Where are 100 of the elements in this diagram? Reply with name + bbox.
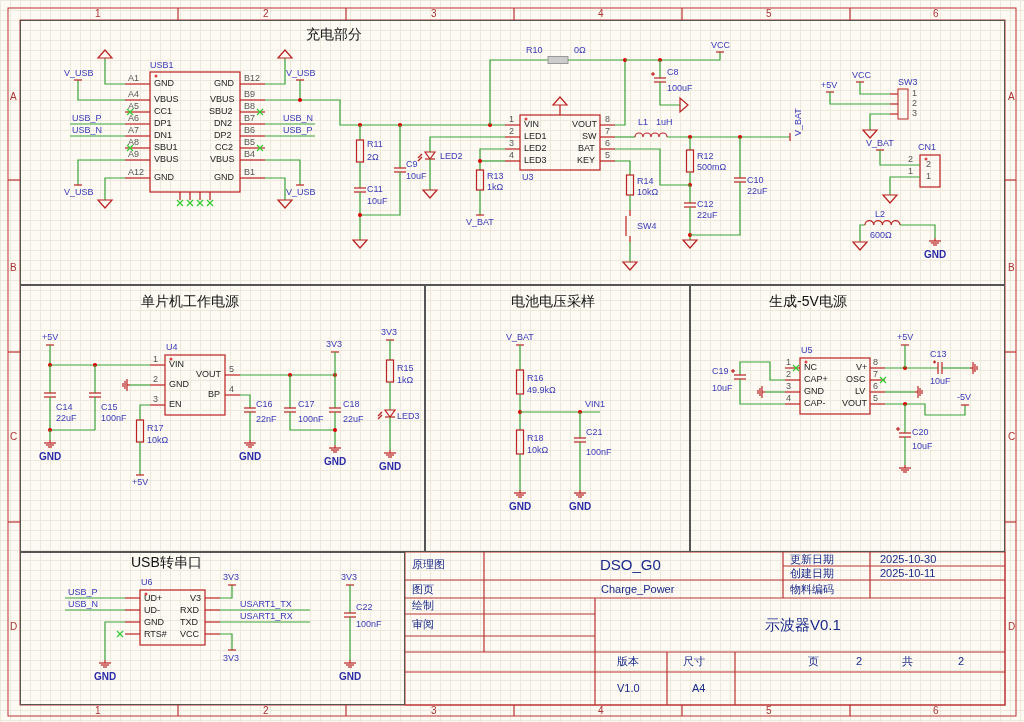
frame-index: 6 [933, 706, 939, 716]
component-label: C15 [101, 403, 118, 412]
pin-name: GND [154, 173, 174, 182]
pin-number: B12 [244, 74, 260, 83]
component-label: C11 [367, 185, 383, 194]
title-block-text: 页 [808, 656, 819, 667]
pin-number: B6 [244, 126, 255, 135]
component-label: R13 [487, 172, 504, 181]
pin-number: 1 [786, 358, 791, 367]
pin-name: NC [804, 363, 817, 372]
pin-number: 7 [873, 370, 878, 379]
net-label: +5V [42, 333, 59, 342]
section-title: 电池电压采样 [511, 294, 595, 308]
pin-number: 7 [605, 127, 610, 136]
pin-number: 3 [153, 395, 158, 404]
component-label: R11 [367, 140, 383, 149]
pin-name: VOUT [572, 120, 597, 129]
pin-number: 2 [153, 375, 158, 384]
pin-number: 8 [605, 115, 610, 124]
net-label: USB_P [68, 588, 98, 597]
component-value: 100nF [356, 620, 382, 629]
pin-name: DP1 [154, 119, 172, 128]
net-label: GND [239, 452, 262, 462]
pin-number: 3 [912, 109, 917, 118]
pin-number: 3 [509, 139, 514, 148]
net-label: +5V [132, 478, 149, 487]
component-value: 1kΩ [397, 376, 414, 385]
title-block-text: 图页 [412, 584, 434, 595]
component-label: C16 [256, 400, 273, 409]
component-label: C20 [912, 428, 929, 437]
net-label: 3V3 [326, 340, 342, 349]
pin-number: A12 [128, 168, 144, 177]
component-value: 22uF [56, 414, 77, 423]
frame-index: 4 [598, 706, 604, 716]
title-block-text: 2025-10-11 [880, 568, 936, 579]
pin-name: SW [582, 132, 597, 141]
net-label: 3V3 [223, 654, 239, 663]
component-label: C12 [697, 200, 714, 209]
pin-name: VOUT [842, 399, 867, 408]
component-label: CN1 [918, 143, 936, 152]
net-label: V_USB [64, 69, 94, 78]
component-label: C10 [747, 176, 764, 185]
pin-name: DN1 [154, 131, 172, 140]
net-label: USB_N [72, 126, 102, 135]
pin-number: B8 [244, 102, 255, 111]
pin-name: VOUT [196, 370, 221, 379]
pin-name: VBUS [154, 95, 179, 104]
component-label: C22 [356, 603, 373, 612]
component-label: R18 [527, 434, 544, 443]
pin-name: UD- [144, 606, 160, 615]
net-label: V_BAT [794, 108, 803, 136]
net-label: V_USB [286, 188, 316, 197]
component-value: 10uF [712, 384, 733, 393]
pin-name: KEY [577, 156, 595, 165]
component-value: 100nF [101, 414, 127, 423]
pin-number: 2 [786, 370, 791, 379]
title-block-text: 版本 [617, 656, 639, 667]
component-value: 22uF [697, 211, 718, 220]
pin-name: GND [214, 79, 234, 88]
component-label: C21 [586, 428, 603, 437]
net-label: GND [924, 250, 947, 260]
net-label: GND [569, 502, 592, 512]
pin-name: VBUS [210, 95, 235, 104]
net-label: GND [509, 502, 532, 512]
pin-number: 1 [912, 89, 917, 98]
pin-name: SBU1 [154, 143, 178, 152]
pin-name: SBU2 [209, 107, 233, 116]
net-label: USB_P [72, 114, 102, 123]
title-block-text: V1.0 [617, 683, 640, 694]
pin-name: V3 [190, 594, 201, 603]
pin-name: GND [144, 618, 164, 627]
component-value: 10kΩ [527, 446, 549, 455]
component-label: SW4 [637, 222, 657, 231]
pin-name: VBUS [154, 155, 179, 164]
pin-name: CC1 [154, 107, 172, 116]
pin-number: 5 [873, 394, 878, 403]
component-label: C8 [667, 68, 679, 77]
section-title: 充电部分 [306, 27, 362, 41]
frame-index: D [1008, 622, 1016, 632]
pin-number: A7 [128, 126, 139, 135]
pin-name: TXD [180, 618, 198, 627]
pin-number: A4 [128, 90, 139, 99]
component-value: 100nF [298, 415, 324, 424]
section-title: 生成-5V电源 [769, 294, 847, 308]
net-label: GND [379, 462, 402, 472]
component-value: 1kΩ [487, 183, 504, 192]
pin-name: CAP- [804, 399, 826, 408]
title-block-text: 共 [902, 656, 913, 667]
pin-number: 4 [509, 151, 514, 160]
net-label: GND [339, 672, 362, 682]
title-block-text: Charge_Power [601, 584, 675, 595]
component-value: 22uF [343, 415, 364, 424]
component-value: 10uF [912, 442, 933, 451]
pin-number: 6 [873, 382, 878, 391]
component-value: 600Ω [870, 231, 892, 240]
pin-number: 2 [509, 127, 514, 136]
component-value: 22uF [747, 187, 768, 196]
component-label: C9 [406, 160, 418, 169]
net-label: 3V3 [223, 573, 239, 582]
pin-number: 4 [229, 385, 234, 394]
